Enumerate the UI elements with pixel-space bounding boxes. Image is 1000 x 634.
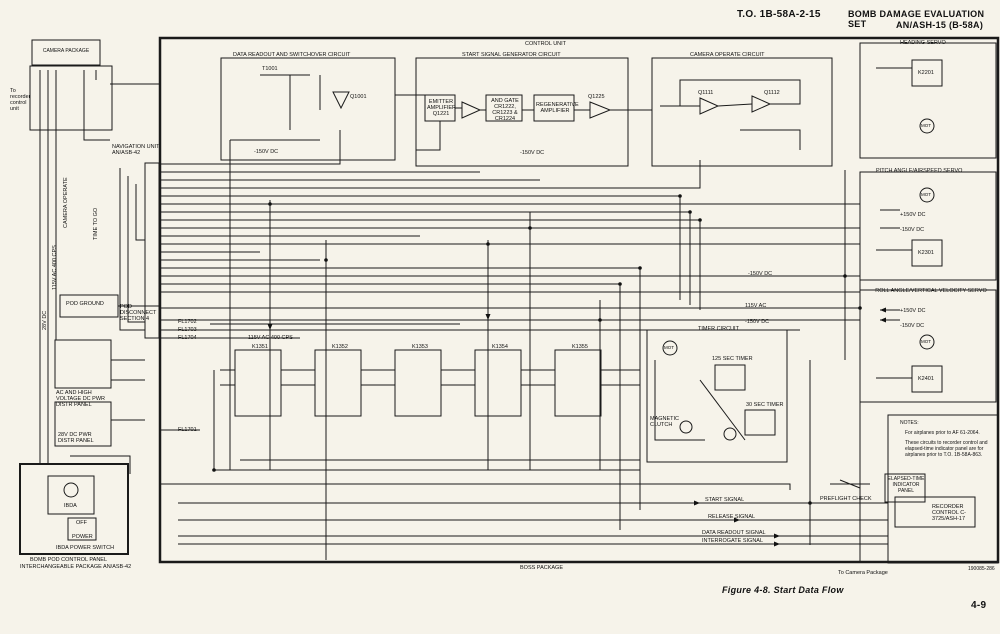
filter-fl1701: FL1701: [178, 427, 197, 433]
filter-fl1704: FL1704: [178, 335, 197, 341]
bomb-pod-panel-sub-label: INTERCHANGEABLE PACKAGE AN/ASB-42: [20, 564, 132, 570]
switch-off-label: OFF: [76, 520, 87, 526]
ibda-power-switch-label: IBDA POWER SWITCH: [56, 545, 115, 551]
heading-servo-label: HEADING SERVO: [900, 40, 946, 46]
note-1: For airplanes prior to AF 61-2064.: [905, 430, 980, 436]
notes-title: NOTES:: [900, 420, 919, 426]
drawing-code: 190085-286: [968, 566, 995, 572]
motor-roll: MOT: [921, 339, 931, 344]
camera-operate-circuit-label: CAMERA OPERATE CIRCUIT: [690, 52, 765, 58]
transistor-q1001: Q1001: [350, 94, 367, 100]
roll-servo-label: ROLL ANGLE/VERTICAL VELOCITY SERVO: [875, 288, 987, 294]
relay-k1352: K1352: [332, 344, 348, 350]
data-readout-signal: DATA READOUT SIGNAL: [702, 530, 766, 536]
pos-150v-pitch: +150V DC: [900, 212, 926, 218]
note-2: These circuits to recorder control and e…: [905, 440, 988, 458]
neg-150v-bus-1: -150V DC: [748, 271, 773, 277]
set-title-line1: BOMB DAMAGE EVALUATION SET: [848, 9, 985, 29]
ac-115v-bus: 115V AC: [745, 303, 767, 309]
transistor-q1112: Q1112: [764, 90, 780, 96]
relay-k1355: K1355: [572, 344, 588, 350]
filter-fl1703: FL1703: [178, 327, 197, 333]
relay-k1351: K1351: [252, 344, 268, 350]
motor-pitch: MOT: [921, 192, 931, 197]
pod-ground-label: POD GROUND: [66, 301, 104, 307]
timer-125-sec: 125 SEC TIMER: [712, 356, 753, 362]
to-recorder-label: To recorder control unit: [10, 88, 31, 112]
ac-400cps-wire: 115V AC 400 CPS: [52, 245, 58, 290]
figure-caption: Figure 4-8. Start Data Flow: [722, 585, 844, 595]
regenerative-amplifier: REGENERATIVE AMPLIFIER: [536, 102, 579, 114]
control-unit-label: CONTROL UNIT: [525, 41, 567, 47]
switch-power-label: POWER: [72, 534, 93, 540]
boss-package-label: BOSS PACKAGE: [520, 565, 563, 571]
and-gate: AND GATE CR1222, CR1223 & CR1224: [491, 98, 519, 122]
set-title-line2: AN/ASH-15 (B-58A): [896, 20, 984, 30]
ibda-label: IBDA: [64, 503, 77, 509]
to-number: T.O. 1B-58A-2-15: [737, 9, 821, 20]
neg-150v-roll: -150V DC: [900, 323, 925, 329]
timer-30-sec: 30 SEC TIMER: [746, 402, 784, 408]
start-signal-circuit-label: START SIGNAL GENERATOR CIRCUIT: [462, 52, 561, 58]
release-signal: RELEASE SIGNAL: [708, 514, 756, 520]
neg-150v-start: -150V DC: [520, 150, 545, 156]
dc-pwr-panel-label: 28V DC PWR DISTR PANEL: [58, 432, 94, 444]
camera-operate-wire: CAMERA OPERATE: [63, 177, 69, 228]
relay-k2301: K2301: [918, 250, 934, 256]
relay-k2401: K2401: [918, 376, 934, 382]
pod-disconnect-label: POD DISCONNECT SECTION 4: [120, 304, 157, 322]
neg-150v-bus-2: -150V DC: [745, 319, 770, 325]
timer-circuit-label: TIMER CIRCUIT: [698, 326, 739, 332]
nav-unit-label: NAVIGATION UNIT AN/ASB-42: [112, 144, 160, 156]
page-number: 4-9: [971, 600, 987, 611]
relay-k1353: K1353: [412, 344, 428, 350]
ac-400cps-bus: 115V AC 400 CPS: [248, 335, 293, 341]
recorder-control-label: RECORDER CONTROL C-3725/ASH-17: [932, 504, 967, 522]
ac-hv-panel-label: AC AND HIGH VOLTAGE DC PWR DISTR PANEL: [56, 390, 105, 408]
to-camera-label: To Camera Package: [838, 570, 888, 576]
emitter-amplifier: EMITTER AMPLIFIER Q1221: [427, 99, 457, 117]
pitch-servo-label: PITCH ANGLE/AIRSPEED SERVO: [876, 168, 963, 174]
start-signal: START SIGNAL: [705, 497, 745, 503]
motor-heading: MOT: [921, 123, 931, 128]
neg-150v-pitch: -150V DC: [900, 227, 925, 233]
elapsed-time-panel-label: ELAPSED-TIME INDICATOR PANEL: [887, 476, 925, 494]
preflight-check-label: PREFLIGHT CHECK: [820, 496, 872, 502]
filter-fl1702: FL1702: [178, 319, 197, 325]
transformer-t1001: T1001: [262, 66, 278, 72]
interrogate-signal: INTERROGATE SIGNAL: [702, 538, 764, 544]
camera-package-label: CAMERA PACKAGE: [42, 48, 90, 54]
relay-k1354: K1354: [492, 344, 508, 350]
transistor-q1111: Q1111: [698, 90, 714, 96]
magnetic-clutch: MAGNETIC CLUTCH: [650, 416, 680, 428]
dc-28v-wire: 28V DC: [42, 310, 48, 330]
pos-150v-roll: +150V DC: [900, 308, 926, 314]
motor-timer: MOT: [664, 345, 674, 350]
bomb-pod-panel-label: BOMB POD CONTROL PANEL: [30, 557, 108, 563]
time-to-go-wire: TIME TO GO: [93, 207, 99, 240]
neg-150v-readout: -150V DC: [254, 149, 279, 155]
data-readout-circuit-label: DATA READOUT AND SWITCHOVER CIRCUIT: [233, 52, 351, 58]
relay-k2201: K2201: [918, 70, 934, 76]
transistor-q1225: Q1225: [588, 94, 605, 100]
